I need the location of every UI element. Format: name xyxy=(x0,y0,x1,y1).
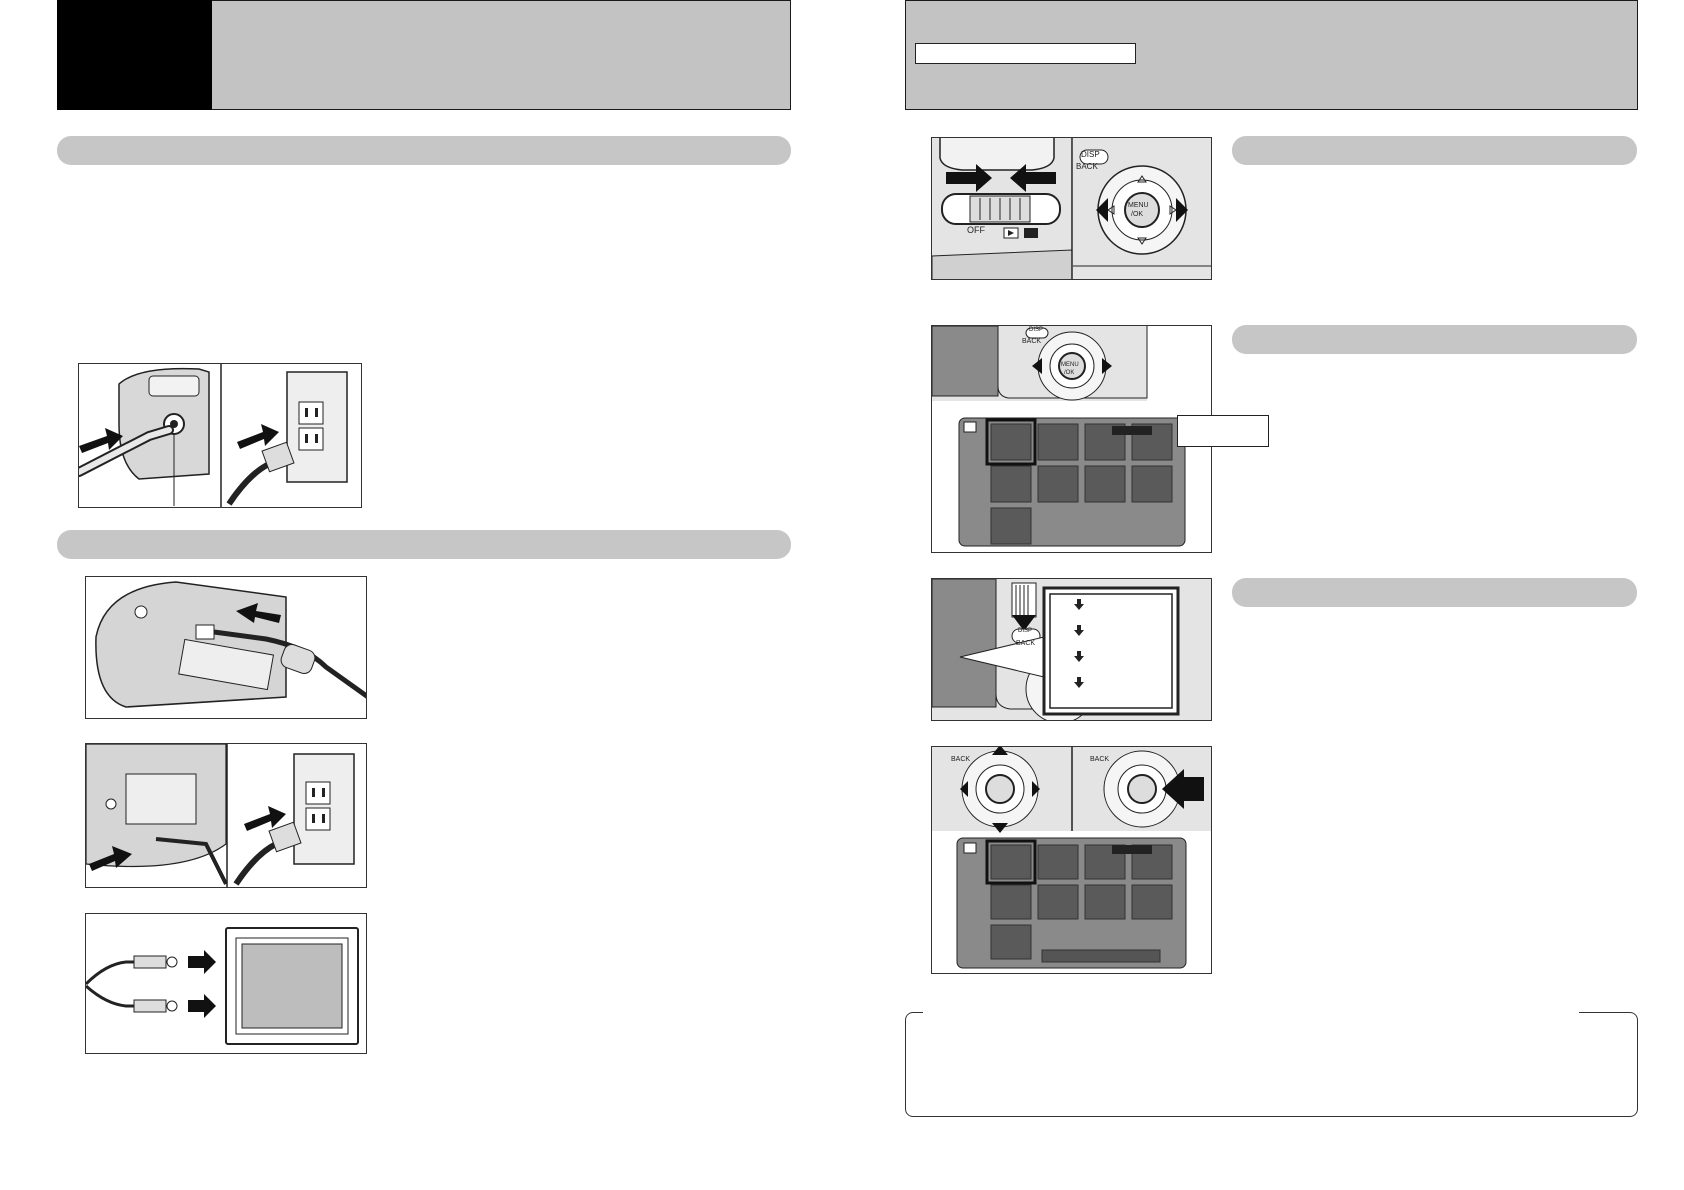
back-label-4a: BACK xyxy=(951,756,971,763)
header-subtitle-box xyxy=(915,43,1136,64)
chapter-tab xyxy=(57,0,213,110)
figure-av-cable-camera xyxy=(85,576,367,719)
menu-label-1: MENU xyxy=(1128,202,1149,209)
ok-label-2: /OK xyxy=(1064,370,1075,376)
note-box-title-gap xyxy=(923,1006,1579,1018)
menu-label-2: MENU xyxy=(1061,362,1079,368)
ok-label-1: /OK xyxy=(1131,211,1144,218)
back-label-2: BACK xyxy=(1022,338,1042,345)
section-bar-1 xyxy=(57,136,791,165)
figure-select-confirm xyxy=(931,746,1212,974)
back-label-3: BACK xyxy=(1016,640,1036,647)
figure-power-switch xyxy=(931,137,1212,280)
section-bar-step-1 xyxy=(1232,136,1637,165)
figure-thumbnail-playback xyxy=(931,325,1212,553)
note-box xyxy=(905,1012,1638,1117)
disp-label-1: DISP xyxy=(1081,150,1100,159)
mode-off-label: OFF xyxy=(967,225,985,235)
back-label-1: BACK xyxy=(1076,162,1098,171)
figure-ac-adapter xyxy=(85,743,367,888)
back-label-4b: BACK xyxy=(1090,756,1110,763)
section-bar-step-2 xyxy=(1232,325,1637,354)
section-bar-2 xyxy=(57,530,791,559)
callout-box xyxy=(1177,415,1269,447)
figure-disp-back xyxy=(931,578,1212,721)
left-header-box xyxy=(212,0,791,110)
disp-label-3: DISP xyxy=(1018,628,1033,634)
figure-charger-plug xyxy=(78,363,362,508)
disp-label-2: DISP xyxy=(1029,327,1044,333)
section-bar-step-3 xyxy=(1232,578,1637,607)
figure-tv-connection xyxy=(85,913,367,1054)
